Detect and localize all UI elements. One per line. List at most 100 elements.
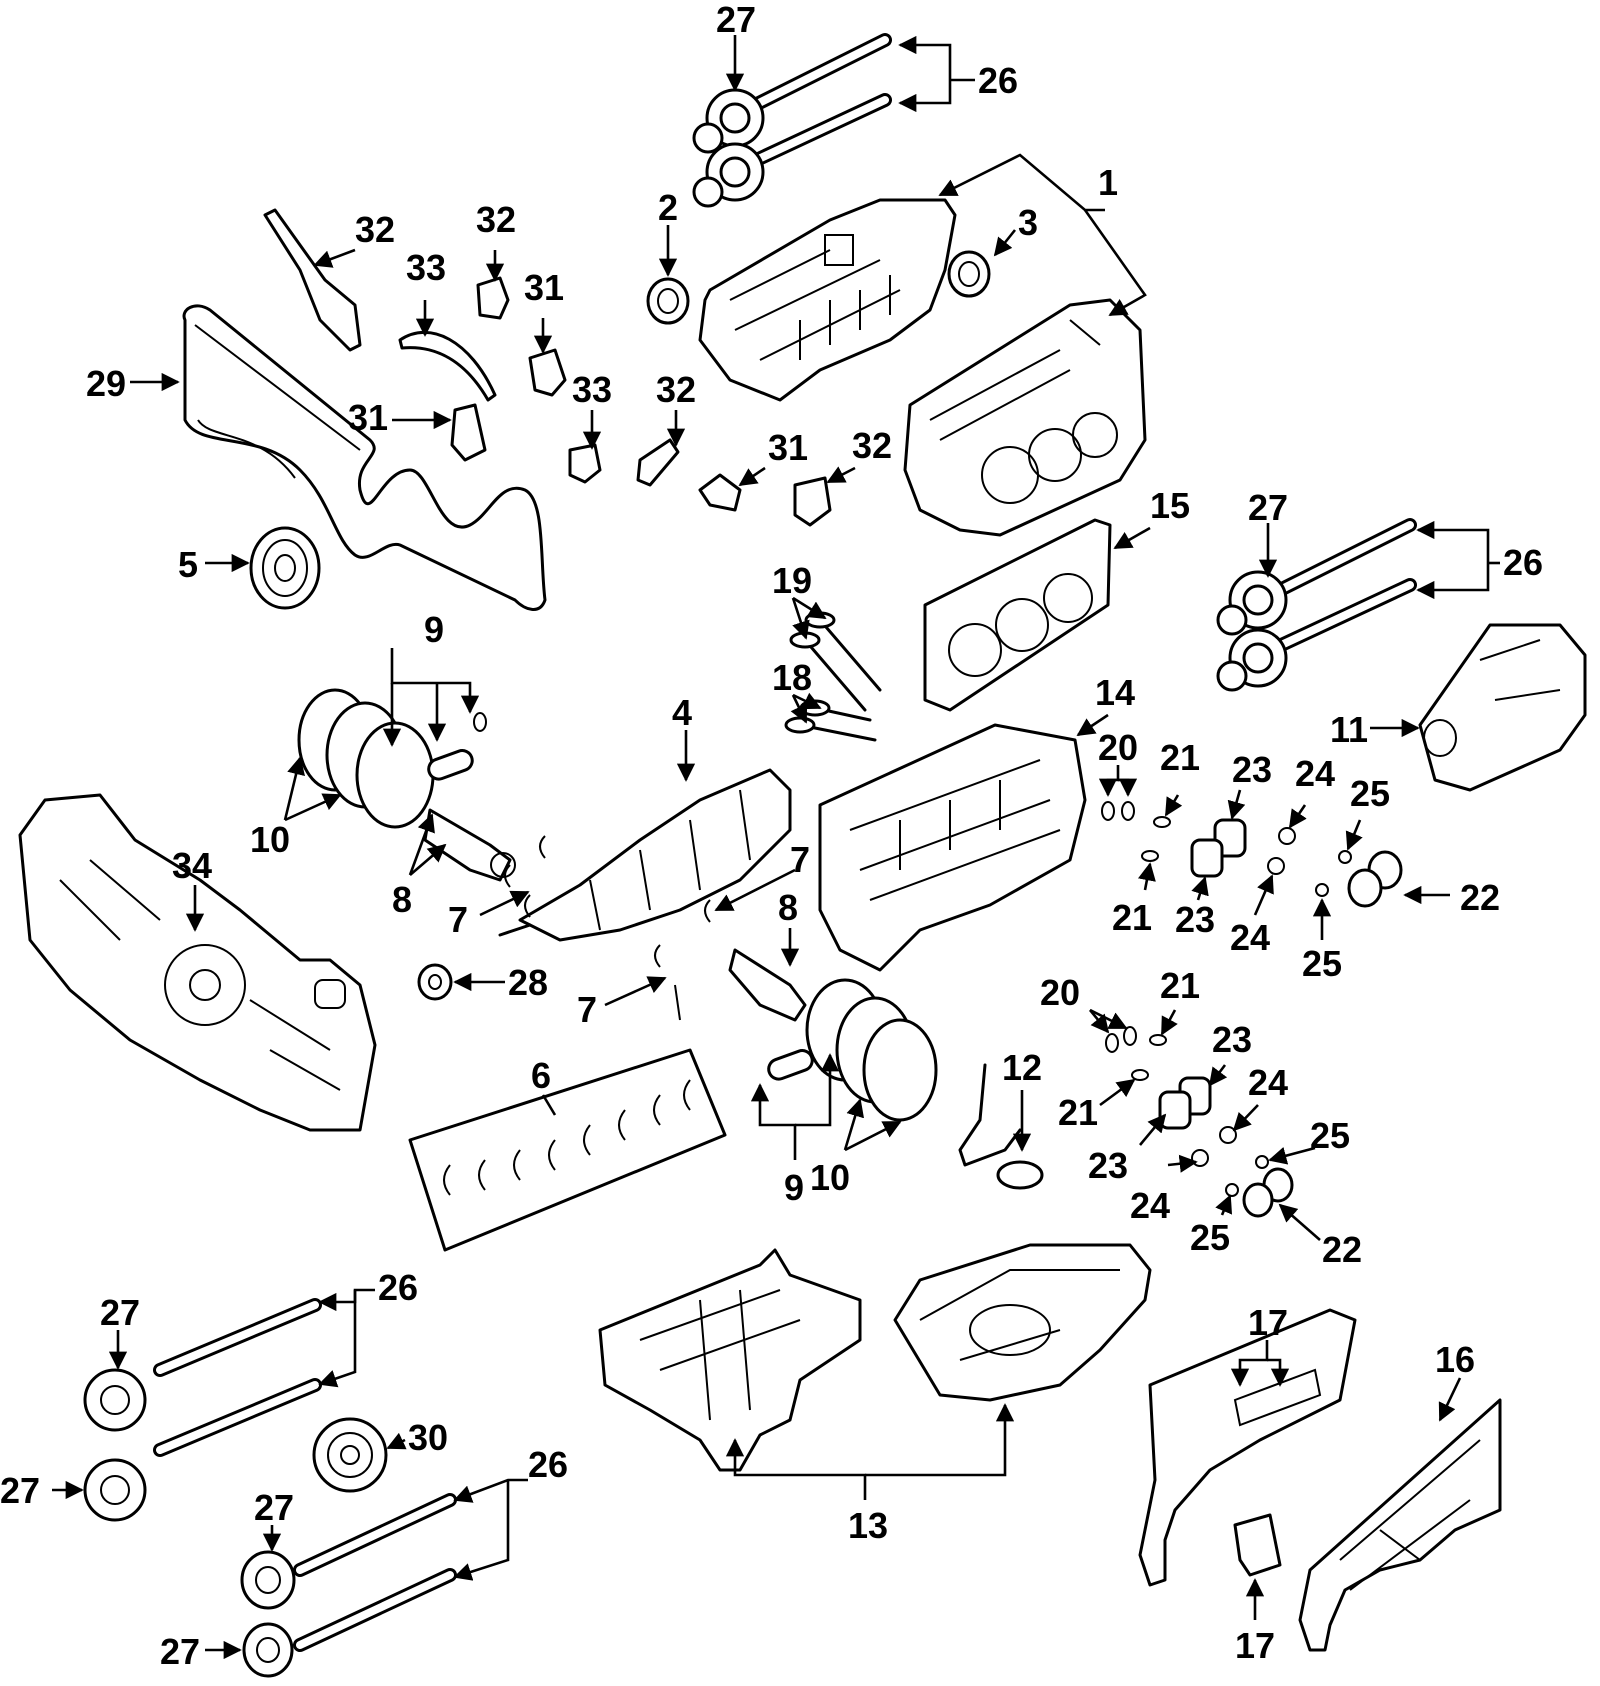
belt-idler-33a (398, 330, 497, 402)
callout-31-a: 31 (524, 267, 564, 308)
callout-18: 18 (772, 657, 812, 698)
oil-pickup (958, 1063, 1044, 1190)
valve-keepers-20b (1105, 1026, 1137, 1053)
cylinder-block (903, 298, 1147, 537)
valve-seal-24b (1191, 1126, 1237, 1167)
connecting-rod-lower (728, 948, 807, 1022)
belt-tensioner-31a (528, 348, 567, 397)
callout-23-right-bottom: 23 (1175, 899, 1215, 940)
belt-guide-32b (476, 276, 510, 320)
callout-7-b: 7 (790, 839, 810, 880)
callout-25-lower-top: 25 (1310, 1115, 1350, 1156)
valve-keepers-20a (1101, 801, 1135, 821)
callout-34: 34 (172, 845, 212, 886)
callout-23-right-top: 23 (1232, 749, 1272, 790)
oil-pan-upper (598, 1248, 862, 1472)
callout-25-right-bottom: 25 (1302, 943, 1342, 984)
camshaft-pair-lower-left (83, 1298, 322, 1522)
belt-tensioner-31c (698, 473, 742, 512)
lifter-22a (1347, 850, 1403, 908)
valve-spring-23b (1158, 1076, 1212, 1130)
callout-23-lower-top: 23 (1212, 1019, 1252, 1060)
spring-seat-25a (1315, 850, 1352, 897)
spring-retainer-21b (1131, 1034, 1167, 1081)
callout-24-right-bottom: 24 (1230, 917, 1270, 958)
callout-7-a: 7 (448, 899, 468, 940)
callout-24-right-top: 24 (1295, 753, 1335, 794)
callout-24-lower-bottom: 24 (1130, 1185, 1170, 1226)
callout-31-c: 31 (768, 427, 808, 468)
leader-lines (52, 35, 1500, 1660)
callout-22-right: 22 (1460, 877, 1500, 918)
callout-21-right-bottom: 21 (1112, 897, 1152, 938)
callout-15: 15 (1150, 485, 1190, 526)
camshaft-pair-lower-mid (240, 1493, 457, 1678)
callout-2: 2 (658, 187, 678, 228)
cylinder-head-right (698, 198, 957, 402)
callout-27-lower-left-b: 27 (0, 1470, 40, 1511)
callout-8-lower: 8 (778, 887, 798, 928)
callout-29: 29 (86, 363, 126, 404)
main-bearings (408, 1048, 727, 1252)
callout-28: 28 (508, 962, 548, 1003)
callout-labels: 27 26 1 2 3 32 32 33 31 29 31 33 32 31 3… (0, 0, 1543, 1672)
callout-33-b: 33 (572, 369, 612, 410)
camshaft-pair-top (692, 33, 892, 208)
callout-21-lower-bottom: 21 (1058, 1092, 1098, 1133)
belt-guide-32c (636, 438, 680, 487)
callout-27-lower-mid-b: 27 (160, 1631, 200, 1672)
connecting-rod-upper (423, 808, 516, 882)
callout-8-upper: 8 (392, 879, 412, 920)
camshaft-pair-right (1216, 518, 1417, 692)
callout-20-lower: 20 (1040, 972, 1080, 1013)
callout-6: 6 (531, 1055, 551, 1096)
callout-9-upper: 9 (424, 609, 444, 650)
callout-30: 30 (408, 1417, 448, 1458)
crank-seal (417, 963, 453, 1001)
callout-31-b: 31 (348, 397, 388, 438)
oil-pan-lower (893, 1243, 1152, 1402)
callout-17-upper: 17 (1248, 1302, 1288, 1343)
callout-10-lower: 10 (810, 1157, 850, 1198)
callout-26-lower-mid: 26 (528, 1444, 568, 1485)
valve-spring-23a (1190, 818, 1247, 878)
timing-cover (18, 793, 377, 1132)
idler-pulley (312, 1417, 388, 1493)
belt-guide-32a (263, 208, 362, 352)
callout-25-lower-bottom: 25 (1190, 1217, 1230, 1258)
crank-pulley (249, 526, 321, 610)
belt-tensioner-31b (450, 403, 487, 462)
callout-26-right: 26 (1503, 542, 1543, 583)
callout-20-right: 20 (1098, 727, 1138, 768)
callout-32-a: 32 (355, 209, 395, 250)
crankshaft (498, 768, 792, 942)
callout-1: 1 (1098, 162, 1118, 203)
callout-21-right-top: 21 (1160, 737, 1200, 778)
callout-16: 16 (1435, 1339, 1475, 1380)
callout-24-lower-top: 24 (1248, 1062, 1288, 1103)
callout-27-lower-mid-a: 27 (254, 1487, 294, 1528)
valve-cover-seal-17 (1233, 1513, 1282, 1577)
exhaust-valves (784, 699, 877, 742)
callout-7-c: 7 (577, 989, 597, 1030)
lifter-22b (1242, 1167, 1294, 1218)
callout-25-right-top: 25 (1350, 773, 1390, 814)
head-gasket (923, 518, 1112, 712)
front-seal (646, 277, 690, 325)
cylinder-head-left (818, 723, 1087, 972)
callout-27-lower-left-a: 27 (100, 1292, 140, 1333)
callout-32-b: 32 (476, 199, 516, 240)
callout-3: 3 (1018, 202, 1038, 243)
callout-22-lower: 22 (1322, 1229, 1362, 1270)
timing-belt (182, 304, 547, 611)
callout-13: 13 (848, 1505, 888, 1546)
callout-12: 12 (1002, 1047, 1042, 1088)
belt-idler-33b (568, 443, 602, 484)
callout-27-top: 27 (716, 0, 756, 40)
callout-33-a: 33 (406, 247, 446, 288)
rear-seal (947, 250, 991, 298)
callout-23-lower-bottom: 23 (1088, 1145, 1128, 1186)
callout-11: 11 (1330, 709, 1368, 750)
callout-19: 19 (772, 560, 812, 601)
